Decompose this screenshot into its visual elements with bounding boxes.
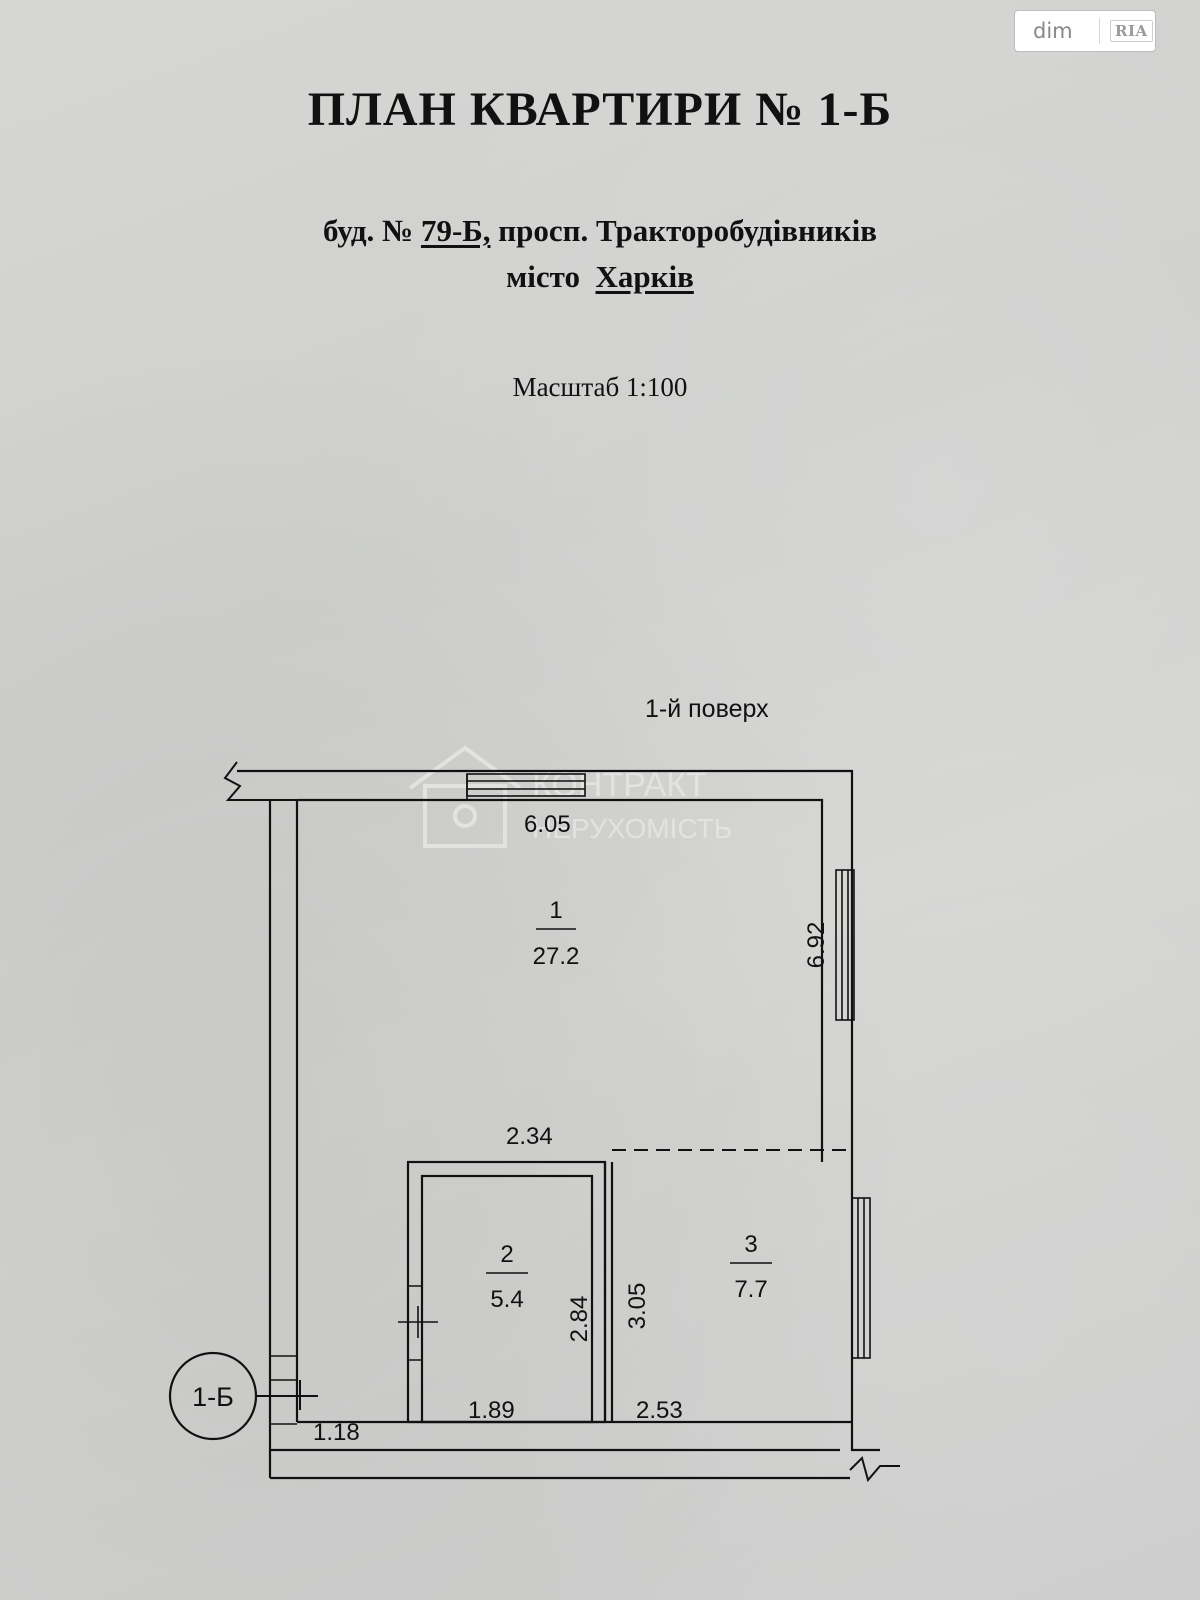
window-right-upper — [835, 869, 855, 1021]
city-name: Харків — [595, 259, 694, 294]
room-2-number: 2 — [500, 1241, 513, 1268]
dim-room1-length: 6.92 — [803, 922, 830, 969]
scale-label: Масштаб 1:100 — [512, 372, 688, 402]
dim-hall-width: 2.34 — [506, 1123, 553, 1150]
floor-label: 1-й поверх — [645, 695, 769, 723]
dim-room1-width: 6.05 — [524, 811, 571, 838]
room-2-area: 5.4 — [490, 1286, 523, 1313]
break-line-top — [223, 761, 297, 801]
dim-room3-width: 2.53 — [636, 1397, 683, 1424]
house-logo-icon — [408, 745, 522, 848]
apartment-marker: 1-Б — [168, 1351, 318, 1441]
city-prefix: місто — [506, 259, 580, 294]
room2-inner-wall — [420, 1174, 594, 1424]
room1-inner-outline — [297, 798, 824, 1162]
room-1-area: 27.2 — [533, 943, 580, 970]
outer-wall — [237, 769, 880, 1452]
dim-bottom-left: 1.18 — [313, 1419, 360, 1446]
watermark-line2: НЕРУХОМІСТЬ — [532, 813, 732, 844]
room-2-label: 2 5.4 — [486, 1241, 528, 1313]
door-marks — [270, 1285, 438, 1425]
room-1-label: 1 27.2 — [533, 897, 580, 970]
address-prefix: буд. № — [322, 213, 414, 248]
badge-brand: dim — [1033, 19, 1073, 43]
watermark: КОНТРАКТ НЕРУХОМІСТЬ — [408, 745, 732, 848]
break-line-bottom — [849, 1456, 900, 1483]
building-number: 79-Б, — [420, 213, 491, 248]
room-3-label: 3 7.7 — [730, 1231, 772, 1303]
window-right-lower — [851, 1197, 871, 1359]
city-line: місто Харків — [0, 259, 1200, 295]
dim-room3-length: 3.05 — [624, 1283, 651, 1330]
street-name: просп. Тракторобудівників — [498, 213, 877, 248]
partition-2-3 — [603, 1162, 614, 1422]
room-3-number: 3 — [744, 1231, 757, 1258]
dim-room2-width: 1.89 — [468, 1397, 515, 1424]
room-1-number: 1 — [549, 897, 562, 924]
window-top — [466, 773, 586, 800]
dim-room2-length: 2.84 — [566, 1296, 593, 1343]
walls — [223, 761, 900, 1483]
dim-ria-badge[interactable]: dim RIA — [1014, 10, 1156, 52]
apartment-marker-label: 1-Б — [192, 1382, 234, 1412]
badge-separator — [1099, 18, 1100, 44]
ria-logo: RIA — [1110, 20, 1153, 42]
watermark-line1: КОНТРАКТ — [532, 766, 707, 804]
room-3-area: 7.7 — [734, 1276, 767, 1303]
address-line: буд. № 79-Б, просп. Тракторобудівників — [0, 213, 1200, 249]
plan-title: ПЛАН КВАРТИРИ № 1-Б — [307, 83, 893, 136]
